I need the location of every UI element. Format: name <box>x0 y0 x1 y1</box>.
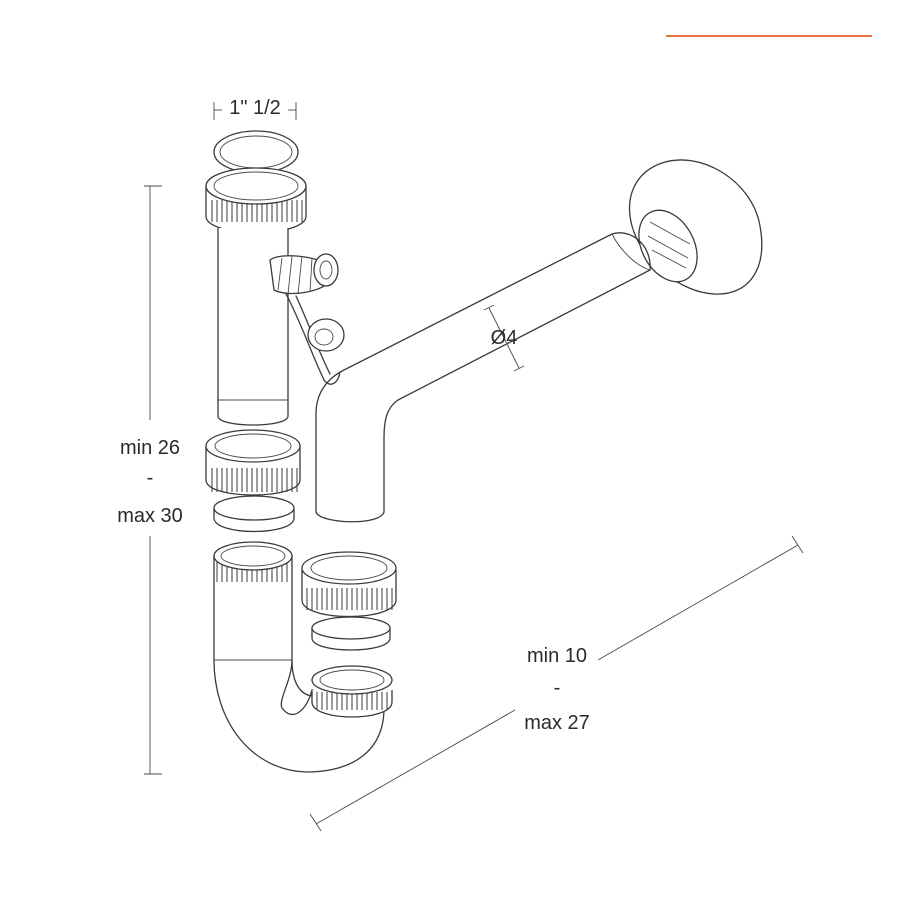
middle-gasket <box>213 495 295 533</box>
middle-nut <box>205 429 301 496</box>
depth-dimension: min 10 - max 27 <box>309 535 804 832</box>
height-dash-label: - <box>147 467 154 489</box>
height-dimension: min 26 - max 30 <box>117 185 183 775</box>
right-gasket <box>311 616 391 651</box>
vertical-tube <box>217 228 289 426</box>
trap-body <box>213 541 385 773</box>
right-nut <box>301 551 397 618</box>
depth-dash-label: - <box>554 677 561 699</box>
top-gasket <box>213 130 299 174</box>
wall-rosette <box>628 159 763 295</box>
inlet-size-label: 1" 1/2 <box>229 97 281 119</box>
trap-outlet <box>311 665 393 718</box>
inlet-dimension: 1" 1/2 <box>213 97 297 120</box>
wall-pipe: Ø4 <box>315 232 651 523</box>
height-min-label: min 26 <box>120 437 180 459</box>
height-max-label: max 30 <box>117 505 183 527</box>
depth-min-label: min 10 <box>527 645 587 667</box>
depth-max-label: max 27 <box>524 712 590 734</box>
top-nut <box>205 167 307 234</box>
pipe-diameter-label: Ø4 <box>491 327 518 349</box>
overflow-connector <box>269 253 345 385</box>
